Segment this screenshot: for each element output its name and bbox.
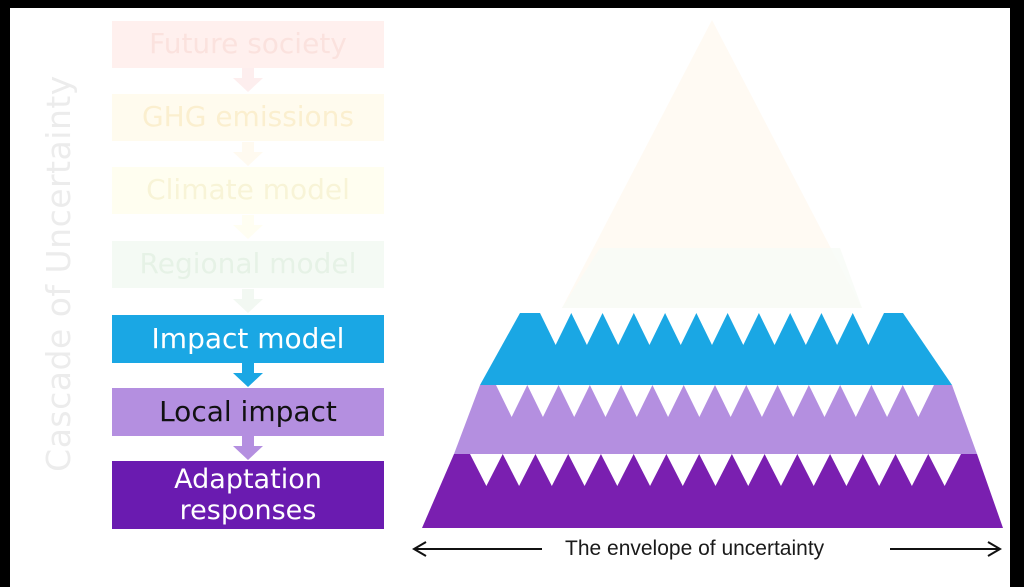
pyramid-teeth-impact (540, 313, 884, 345)
pyramid-tooth (621, 385, 653, 417)
pyramid-tooth (602, 313, 634, 345)
cascade-box-climate-model: Climate model (112, 167, 384, 214)
down-arrow-icon (233, 68, 263, 92)
cascade-box-impact-model: Impact model (112, 315, 384, 363)
pyramid-tooth (502, 454, 536, 486)
pyramid-tooth (731, 454, 765, 486)
pyramid-tooth (777, 385, 809, 417)
pyramid-tooth (852, 313, 884, 345)
pyramid-tooth (571, 313, 603, 345)
cascade-box-ghg-emissions: GHG emissions (112, 94, 384, 141)
down-arrow-icon (233, 289, 263, 313)
down-arrow-icon (233, 363, 263, 387)
pyramid-tooth (470, 454, 503, 486)
down-arrow-icon (233, 142, 263, 166)
uncertainty-pyramid (412, 20, 1003, 557)
pyramid-tooth (558, 385, 590, 417)
pyramid-tooth (496, 385, 528, 417)
pyramid-tooth (699, 454, 732, 486)
pyramid-tooth (790, 313, 822, 345)
pyramid-tooth (764, 454, 798, 486)
pyramid-tooth (715, 385, 747, 417)
pyramid-tooth (727, 313, 759, 345)
cascade-box-local-impact: Local impact (112, 388, 384, 436)
pyramid-teeth-adaptation (470, 454, 961, 486)
cascade-box-regional-model: Regional model (112, 241, 384, 288)
pyramid-tooth (895, 454, 929, 486)
pyramid-tooth (830, 454, 863, 486)
pyramid-tooth (696, 313, 728, 345)
pyramid-tooth (600, 454, 634, 486)
pyramid-teeth-local (496, 385, 934, 417)
pyramid-tooth (540, 313, 572, 345)
pyramid-tooth (633, 313, 666, 345)
pyramid-tooth (902, 385, 934, 417)
pyramid-tooth (840, 385, 872, 417)
envelope-label: The envelope of uncertainty (565, 537, 825, 560)
down-arrow-icon (233, 215, 263, 239)
pyramid-tooth (758, 313, 791, 345)
pyramid-tooth (928, 454, 961, 486)
pyramid-band-local (454, 385, 977, 454)
pyramid-faded-band (562, 248, 862, 308)
slide: Cascade of Uncertainty Future society GH… (10, 8, 1010, 587)
pyramid-tooth (808, 385, 841, 417)
pyramid-tooth (633, 454, 667, 486)
pyramid-tooth (797, 454, 831, 486)
pyramid-band-adaptation (422, 454, 1003, 528)
arrow-right-icon (890, 541, 1002, 557)
pyramid-tooth (665, 313, 697, 345)
cascade-box-future-society: Future society (112, 21, 384, 68)
pyramid-tooth (568, 454, 601, 486)
down-arrow-icon (233, 436, 263, 460)
arrow-left-icon (412, 541, 542, 557)
pyramid-faded-top (562, 20, 862, 308)
pyramid-tooth (746, 385, 778, 417)
cascade-box-adaptation-responses: Adaptation responses (112, 461, 384, 529)
pyramid-tooth (666, 454, 700, 486)
pyramid-tooth (821, 313, 853, 345)
pyramid-tooth (683, 385, 715, 417)
pyramid-tooth (862, 454, 896, 486)
pyramid-tooth (871, 385, 903, 417)
pyramid-tooth (535, 454, 569, 486)
pyramid-tooth (527, 385, 559, 417)
pyramid-tooth (652, 385, 684, 417)
pyramid-tooth (589, 385, 622, 417)
